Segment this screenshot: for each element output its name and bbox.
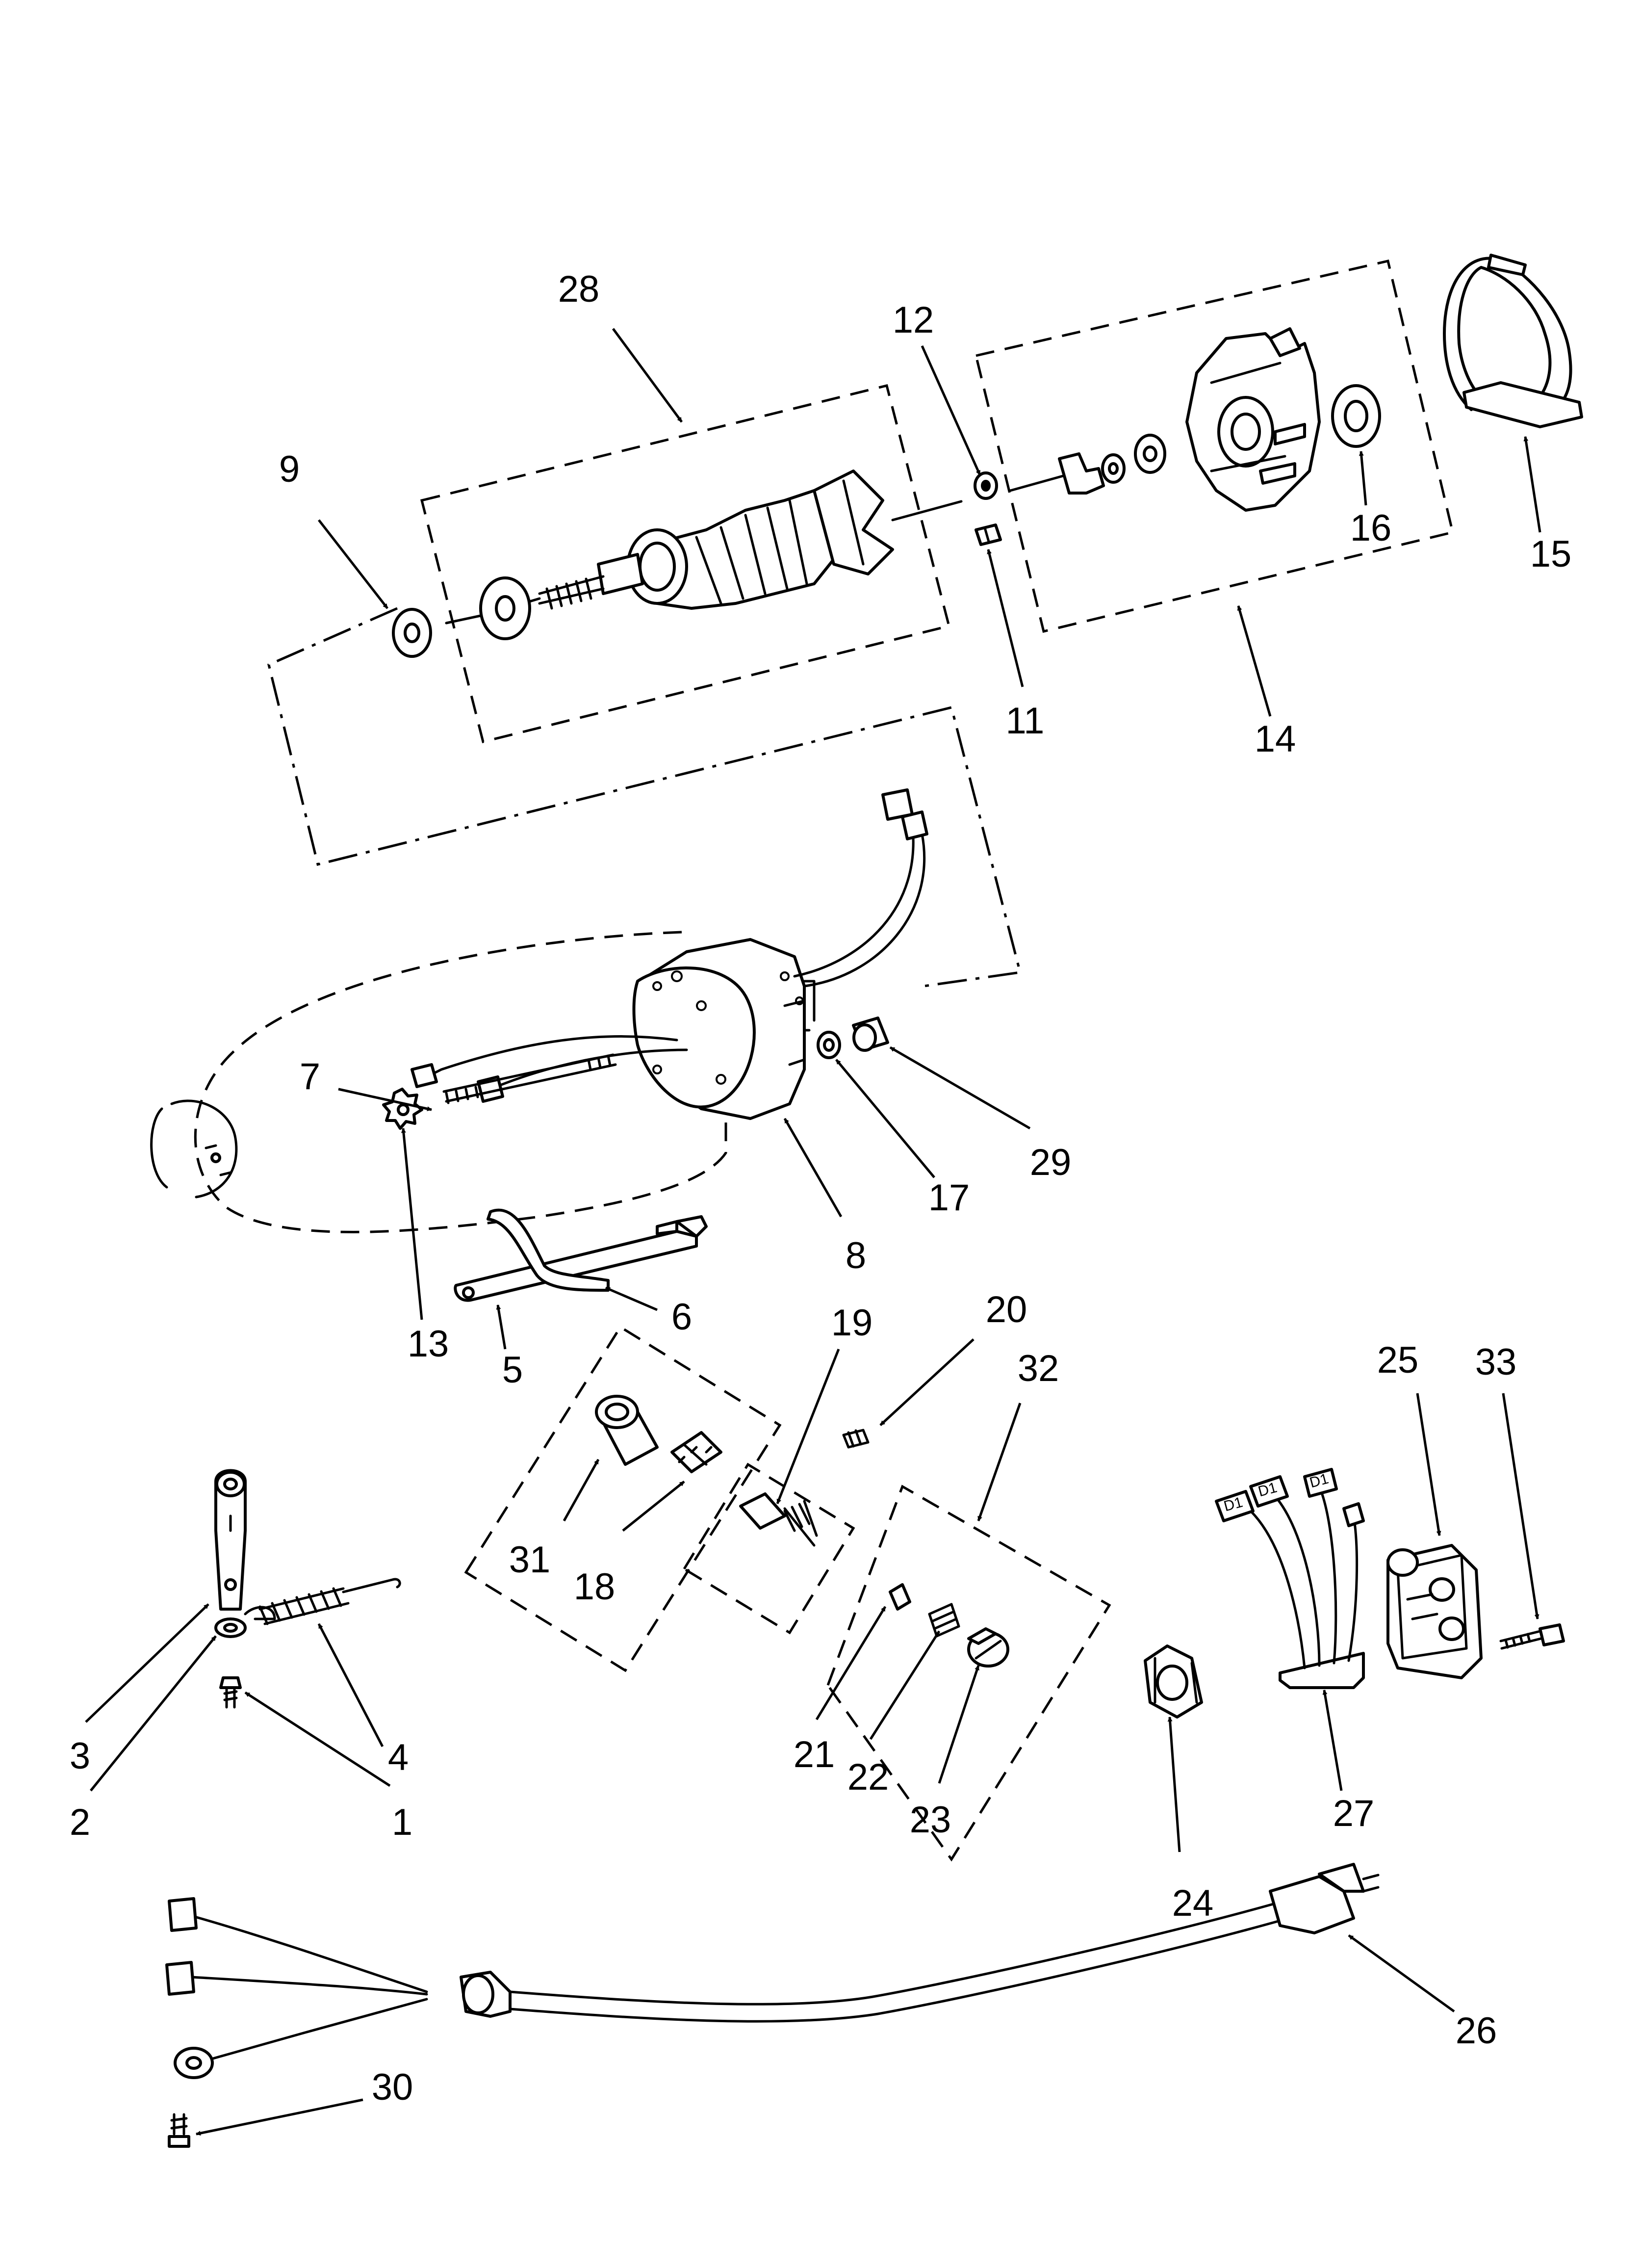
brush-cap-21 — [889, 1583, 911, 1611]
motor-housing-outline — [194, 931, 727, 1233]
lever-3 — [214, 1469, 247, 1611]
bushing-29 — [852, 1017, 889, 1052]
callout-5: 5 — [502, 1349, 523, 1391]
screw-1 — [219, 1676, 242, 1709]
spring-22 — [928, 1603, 960, 1638]
callout-12: 12 — [893, 299, 934, 341]
wire-harness-27: D1 D1 D1 — [1215, 1468, 1365, 1689]
callout-15: 14 — [1255, 718, 1296, 760]
armature — [445, 469, 963, 640]
star-washer-13 — [382, 1088, 423, 1130]
terminal-block-24 — [1144, 1644, 1203, 1719]
brush-clip-18 — [670, 1431, 722, 1473]
callout-labels: 28 12 9 16 15 11 14 7 29 17 8 6 13 5 19 … — [70, 268, 1571, 2108]
washer-2 — [214, 1617, 247, 1638]
callout-25: 25 — [1377, 1339, 1419, 1381]
brush-cap-group-box — [826, 1485, 1111, 1862]
callout-23: 23 — [910, 1799, 951, 1841]
housing-end — [150, 1099, 238, 1199]
callout-8: 8 — [846, 1235, 866, 1277]
thrust-washer-9 — [392, 608, 432, 658]
callout-24: 24 — [1172, 1882, 1214, 1924]
callout-7: 7 — [300, 1056, 320, 1097]
callout-16: 16 — [1350, 507, 1392, 549]
callout-28: 28 — [558, 268, 600, 310]
brush-cap-screw-23 — [967, 1627, 1009, 1668]
end-bell-assembly — [1009, 327, 1321, 512]
callout-32: 32 — [1018, 1348, 1059, 1389]
speed-control-25 — [1386, 1544, 1483, 1679]
callout-18: 18 — [574, 1566, 616, 1608]
nut-17 — [817, 1031, 841, 1059]
motor-field-8 — [410, 788, 928, 1120]
callout-29: 29 — [1030, 1142, 1072, 1183]
end-bell-group-box — [974, 260, 1455, 633]
leader-lines — [85, 328, 1541, 2136]
callout-14: 15 — [1530, 533, 1572, 575]
callout-27: 27 — [1333, 1793, 1375, 1834]
bearing-16 — [1331, 384, 1381, 448]
brush-holder-31 — [595, 1395, 659, 1466]
assembly-path-line — [267, 607, 1022, 989]
cover-strip-5 — [454, 1215, 708, 1302]
callout-21: 21 — [794, 1734, 835, 1775]
callout-17: 17 — [928, 1177, 970, 1219]
callout-30: 30 — [372, 2066, 413, 2108]
callout-11: 11 — [1006, 700, 1045, 742]
power-cord-26 — [165, 1863, 1380, 2079]
callout-22: 22 — [847, 1756, 889, 1798]
screw-11 — [975, 523, 1002, 546]
callout-19: 19 — [831, 1302, 873, 1344]
callout-26: 26 — [1456, 2010, 1497, 2052]
callout-9: 9 — [279, 448, 300, 490]
screw-33 — [1499, 1623, 1565, 1650]
callout-3: 3 — [70, 1735, 90, 1777]
bracket-14 — [1443, 254, 1583, 428]
screw-30 — [168, 2113, 190, 2148]
brush-sub-group-box — [682, 1462, 855, 1635]
callout-1: 1 — [392, 1801, 412, 1843]
brush-19 — [739, 1492, 818, 1547]
callout-4: 4 — [388, 1737, 409, 1778]
callout-13: 13 — [408, 1323, 449, 1365]
washer-12 — [974, 471, 998, 500]
callout-20: 20 — [986, 1289, 1027, 1330]
spring-4 — [244, 1578, 401, 1625]
brush-holder-group-box — [464, 1325, 782, 1672]
spring-20 — [842, 1429, 870, 1449]
callout-31: 31 — [509, 1539, 551, 1581]
callout-2: 2 — [70, 1801, 90, 1843]
callout-6: 6 — [671, 1296, 692, 1338]
callout-33: 33 — [1475, 1341, 1517, 1383]
